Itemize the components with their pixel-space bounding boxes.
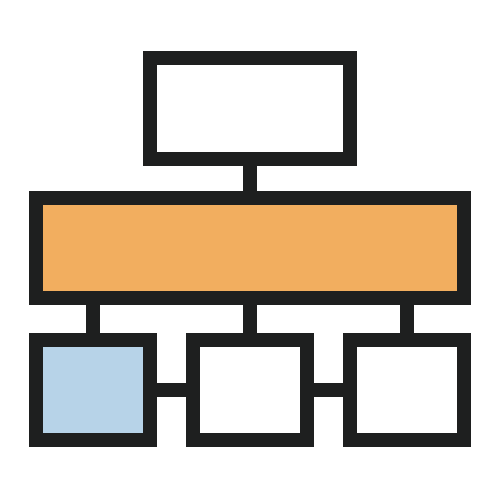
bottom-right-box (343, 333, 471, 447)
bottom-middle-box (186, 333, 314, 447)
top-box (143, 51, 357, 166)
middle-bar (29, 191, 471, 305)
bottom-left-box (29, 333, 157, 447)
